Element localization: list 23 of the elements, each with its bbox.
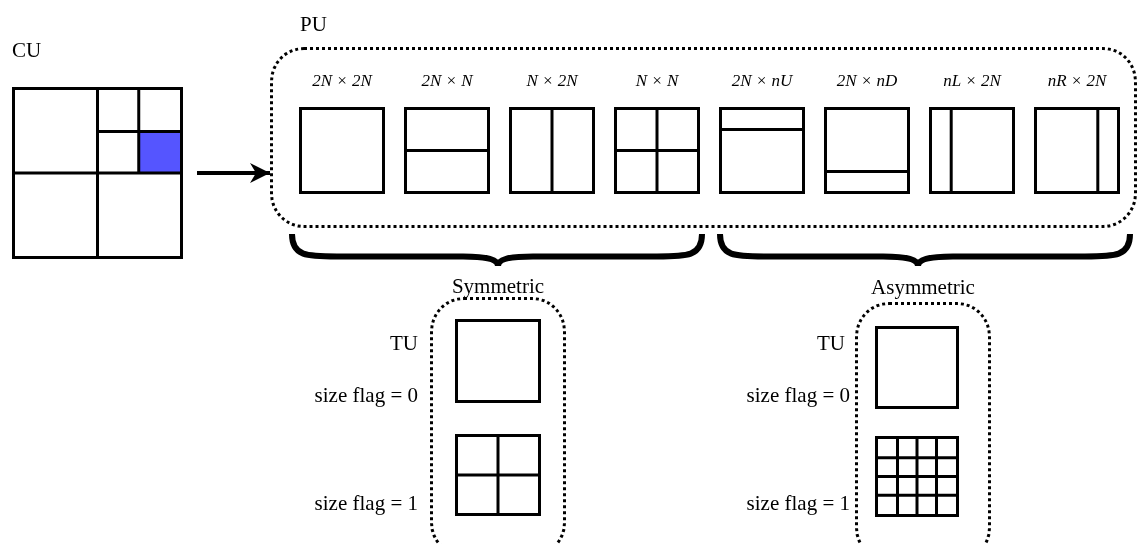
node-label: PU [300, 14, 327, 35]
tu-block [875, 436, 959, 517]
node-label: Symmetric [450, 276, 546, 297]
node-label: nL × 2N [942, 72, 1003, 89]
node-label: 2N × 2N [311, 72, 374, 89]
node-label: N × 2N [525, 72, 580, 89]
node-label: 2N × nU [730, 72, 794, 89]
node-label: N × N [634, 72, 680, 89]
node-label: 2N × nD [835, 72, 899, 89]
side-label: size flag = 1 [314, 493, 418, 514]
tu-block [455, 434, 541, 516]
node-label: Asymmetric [870, 277, 976, 298]
side-label: size flag = 0 [314, 385, 418, 406]
node-label: CU [12, 40, 42, 61]
arrow [197, 163, 270, 183]
side-label: size flag = 0 [746, 385, 850, 406]
tu-block [875, 326, 959, 409]
node-label: 2N × N [420, 72, 475, 89]
side-label: TU [390, 333, 418, 354]
tu-block [455, 319, 541, 403]
side-label: size flag = 1 [746, 493, 850, 514]
side-label: TU [817, 333, 845, 354]
node-label: nR × 2N [1046, 72, 1108, 89]
